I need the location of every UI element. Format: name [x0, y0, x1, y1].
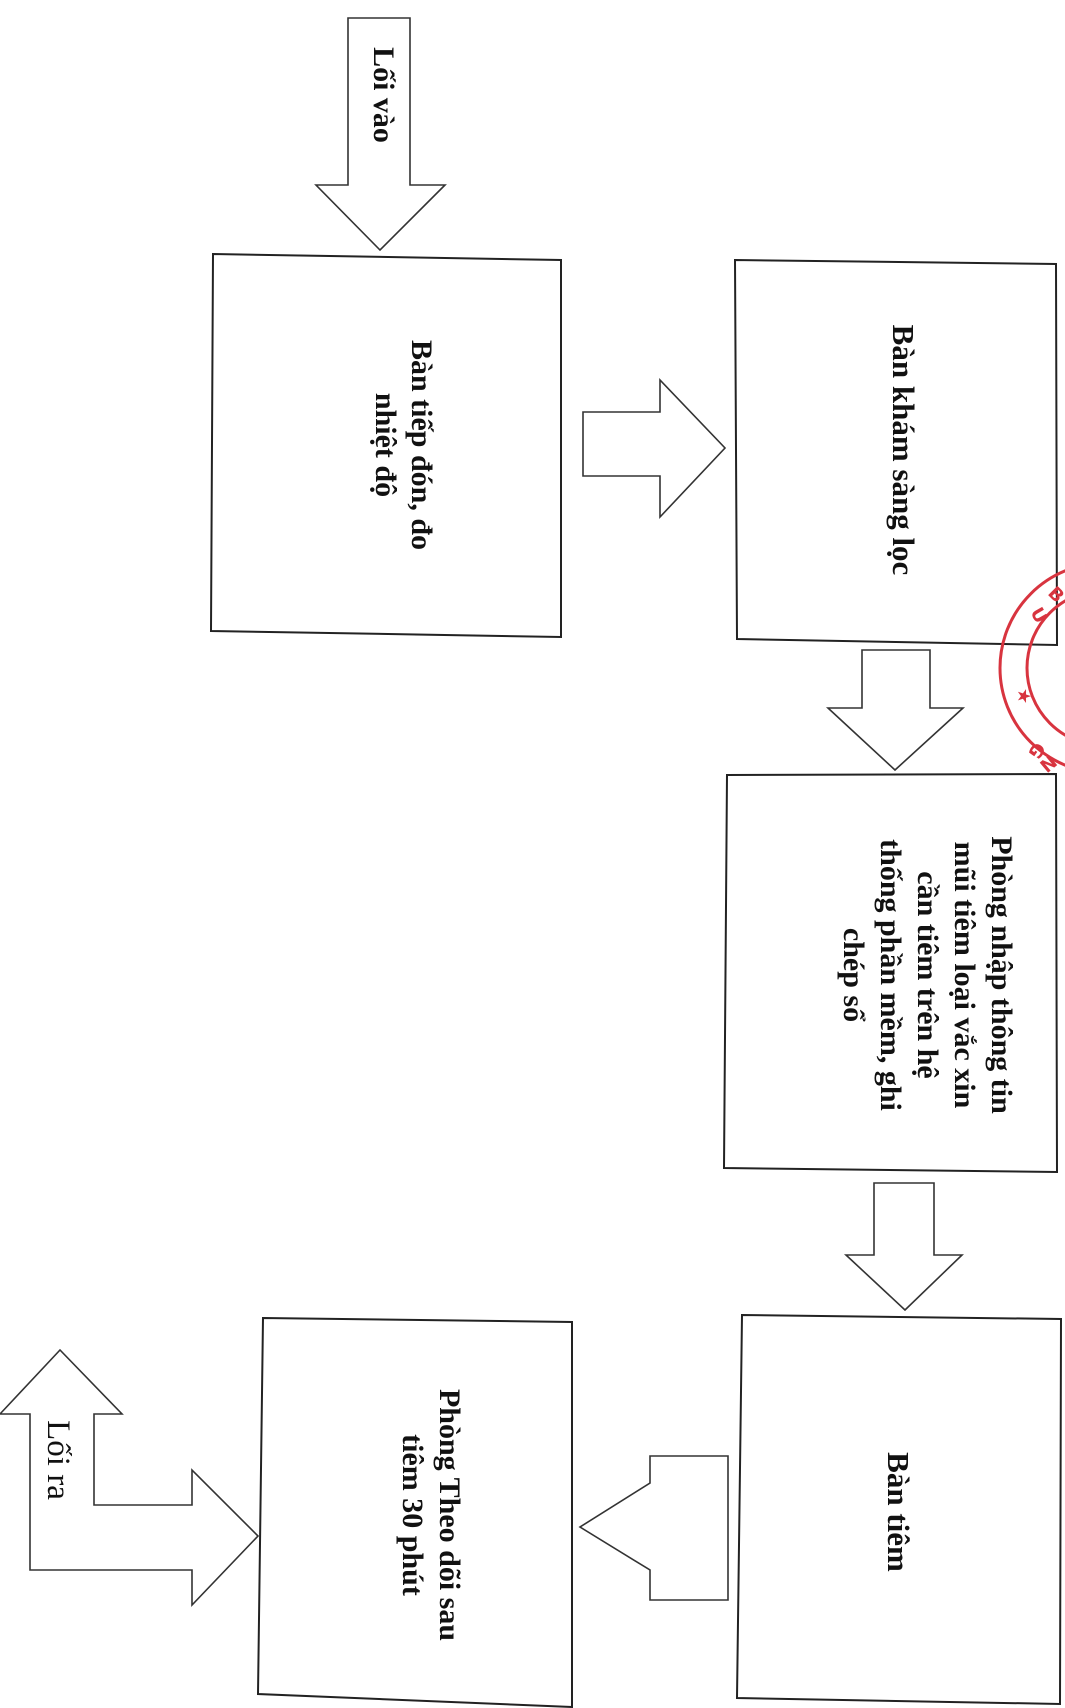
- screening-box: [733, 258, 1059, 647]
- observation-label-line-2: tiêm 30 phút: [396, 1434, 429, 1596]
- entrance-arrow: [314, 17, 447, 252]
- data-entry-box: [722, 772, 1059, 1174]
- exit-label: Lối ra: [40, 1420, 76, 1500]
- exit-arrow: [0, 1348, 260, 1607]
- official-seal: U B ★ G N: [998, 569, 1065, 776]
- reception-label-line-2: nhiệt độ: [369, 393, 402, 497]
- arrow-screening-to-data-entry: [825, 649, 966, 772]
- arrow-injection-to-observation: [578, 1455, 729, 1601]
- data-entry-label-line-5: chép sổ: [837, 928, 870, 1022]
- reception-label-line-1: Bàn tiếp đón, đo: [405, 340, 438, 550]
- data-entry-label-line-2: mũi tiêm loại vắc xin: [948, 842, 981, 1109]
- reception-box: [209, 252, 562, 639]
- seal-letter-3: ★: [1013, 688, 1034, 704]
- screening-label: Bàn khám sàng lọc: [886, 325, 921, 576]
- arrow-reception-to-screening: [582, 378, 727, 520]
- arrow-data-entry-to-injection: [843, 1182, 964, 1312]
- observation-label-line-1: Phòng Theo dõi sau: [433, 1389, 466, 1641]
- observation-box: [256, 1316, 573, 1708]
- data-entry-label-line-4: thống phần mềm, ghi: [874, 839, 907, 1111]
- data-entry-label-line-3: cần tiêm trên hệ: [911, 871, 944, 1078]
- injection-box: [735, 1313, 1063, 1706]
- data-entry-label-line-1: Phòng nhập thông tin: [985, 836, 1018, 1114]
- entrance-label: Lối vào: [367, 47, 400, 143]
- injection-label: Bàn tiêm: [881, 1452, 916, 1572]
